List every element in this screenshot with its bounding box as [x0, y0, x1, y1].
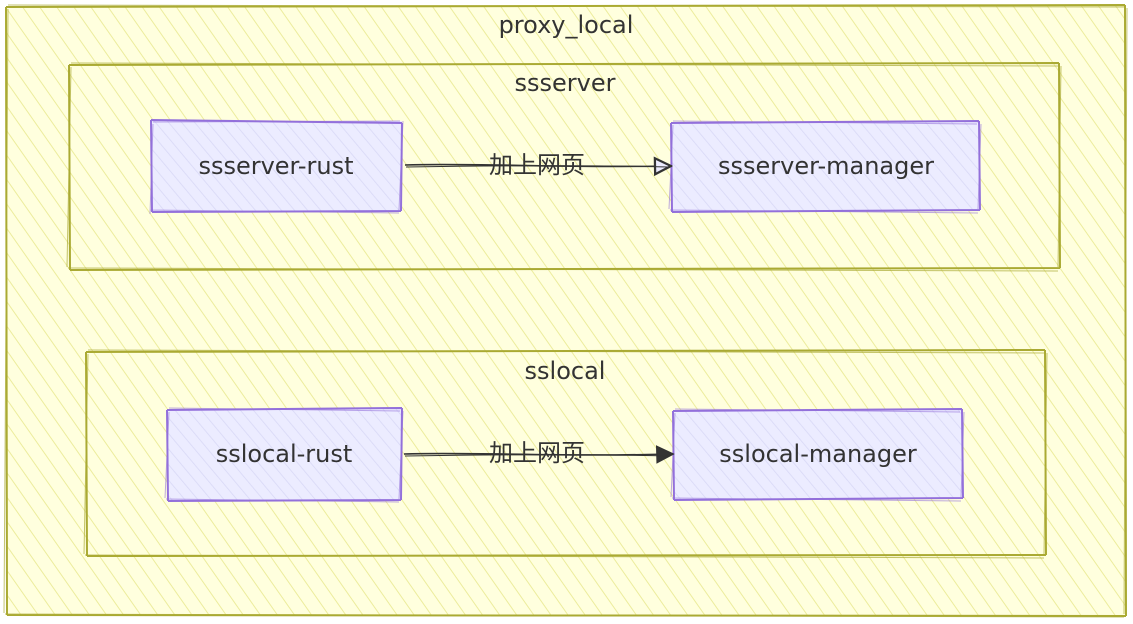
node-sslocal-rust[interactable] [164, 407, 404, 503]
node-label-sslocal-manager: sslocal-manager [719, 440, 917, 468]
node-label-ssserver-manager: ssserver-manager [718, 152, 934, 180]
node-label-ssserver-rust: ssserver-rust [198, 152, 354, 180]
edge-label-sslocal: 加上网页 [489, 439, 585, 467]
edge-label-ssserver: 加上网页 [489, 151, 585, 179]
cluster-title-sslocal: sslocal [524, 357, 606, 385]
edge-sslocal-rust-to-manager [403, 454, 673, 456]
node-label-sslocal-rust: sslocal-rust [215, 440, 353, 468]
node-ssserver-rust[interactable] [149, 119, 404, 215]
cluster-title-proxy-local: proxy_local [498, 11, 634, 39]
cluster-title-ssserver: ssserver [514, 69, 616, 97]
node-sslocal-manager[interactable] [670, 408, 965, 502]
node-ssserver-manager[interactable] [668, 120, 982, 214]
edge-ssserver-rust-to-manager [404, 165, 671, 167]
